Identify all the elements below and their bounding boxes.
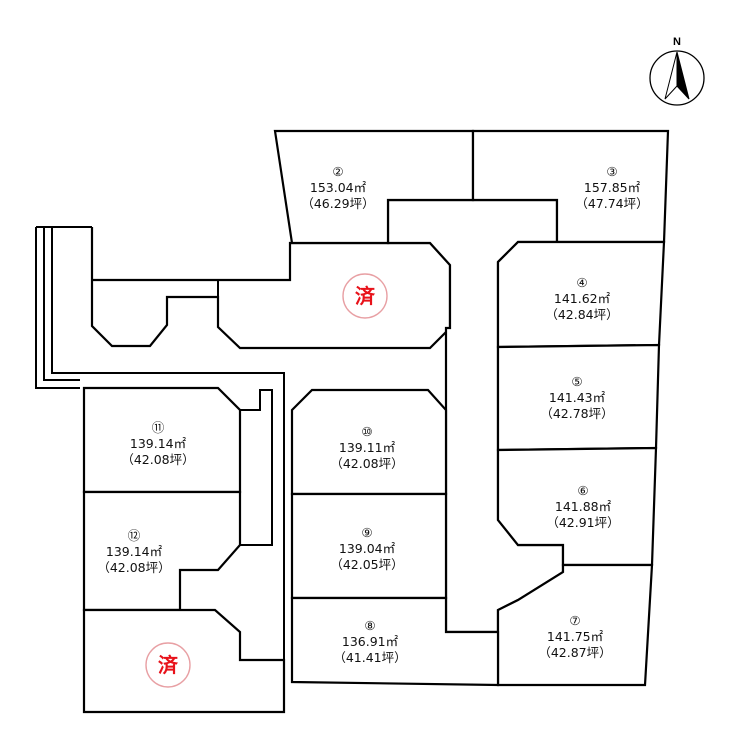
lot-5-area: 141.43㎡ <box>549 390 606 405</box>
lot-5-number: ⑤ <box>571 374 582 389</box>
lot-9-tsubo: （42.05坪） <box>330 557 403 572</box>
lot-2-tsubo: （46.29坪） <box>301 196 374 211</box>
lot-8-tsubo: （41.41坪） <box>333 650 406 665</box>
lot-11 <box>82 386 242 494</box>
lot-4-area: 141.62㎡ <box>554 291 611 306</box>
lot-5-label: ⑤ 141.43㎡ （42.78坪） <box>540 374 613 421</box>
lot-2-label: ② 153.04㎡ （46.29坪） <box>301 164 374 211</box>
lot-4-number: ④ <box>576 275 587 290</box>
lot-8-number: ⑧ <box>364 618 375 633</box>
lot-7-label: ⑦ 141.75㎡ （42.87坪） <box>538 613 611 660</box>
lot-2-number: ② <box>332 164 343 179</box>
lot-10-area: 139.11㎡ <box>339 440 396 455</box>
lot-3-number: ③ <box>606 164 617 179</box>
lot-3-label: ③ 157.85㎡ （47.74坪） <box>575 164 648 211</box>
lot-7-area: 141.75㎡ <box>547 629 604 644</box>
lot-5-tsubo: （42.78坪） <box>540 406 613 421</box>
lot-1-sold <box>90 227 452 350</box>
lot-7-tsubo: （42.87坪） <box>538 645 611 660</box>
lot-9-area: 139.04㎡ <box>339 541 396 556</box>
lot-8-area: 136.91㎡ <box>342 634 399 649</box>
lot-10-number: ⑩ <box>361 424 372 439</box>
compass-arrow-left <box>664 51 678 100</box>
lot-10-label: ⑩ 139.11㎡ （42.08坪） <box>330 424 403 471</box>
access-path-outer-left <box>35 227 80 389</box>
lot-6-number: ⑥ <box>577 483 588 498</box>
lot-6-tsubo: （42.91坪） <box>546 515 619 530</box>
lot-4-label: ④ 141.62㎡ （42.84坪） <box>545 275 618 322</box>
lot-7-number: ⑦ <box>569 613 580 628</box>
north-label: N <box>673 36 681 48</box>
access-path <box>35 226 285 660</box>
access-path-divider <box>43 227 80 381</box>
lot-3-area: 157.85㎡ <box>584 180 641 195</box>
lot-3-tsubo: （47.74坪） <box>575 196 648 211</box>
sold-stamp-bottom-ring <box>145 642 191 688</box>
lot-8 <box>290 596 500 687</box>
lot-2-area: 153.04㎡ <box>310 180 367 195</box>
sold-stamp-top: 済 <box>342 273 388 319</box>
compass-ring <box>649 50 705 106</box>
lot-4-tsubo: （42.84坪） <box>545 307 618 322</box>
lot-11-label: ⑪ 139.14㎡ （42.08坪） <box>121 420 194 467</box>
sold-stamp-bottom: 済 <box>145 642 191 688</box>
lot-12-number: ⑫ <box>128 528 141 543</box>
compass-arrow-right <box>676 51 690 100</box>
lot-11-12-strip <box>240 389 273 546</box>
lot-9-number: ⑨ <box>361 525 372 540</box>
lot-12-label: ⑫ 139.14㎡ （42.08坪） <box>97 528 170 575</box>
sold-stamp-top-ring <box>342 273 388 319</box>
lot-6-label: ⑥ 141.88㎡ （42.91坪） <box>546 483 619 530</box>
lot-6 <box>496 446 658 567</box>
north-compass: N <box>649 36 705 106</box>
sold-stamp-top-text: 済 <box>355 284 376 308</box>
lot-12-area: 139.14㎡ <box>106 544 163 559</box>
lot-9-label: ⑨ 139.04㎡ （42.05坪） <box>330 525 403 572</box>
lot-11-area: 139.14㎡ <box>130 436 187 451</box>
lot-6-area: 141.88㎡ <box>555 499 612 514</box>
lot-11-number: ⑪ <box>152 420 165 435</box>
lot-8-label: ⑧ 136.91㎡ （41.41坪） <box>333 618 406 665</box>
lot-12-tsubo: （42.08坪） <box>97 560 170 575</box>
lot-10-tsubo: （42.08坪） <box>330 456 403 471</box>
access-path-inner <box>51 227 285 660</box>
lot-1-inner-line <box>92 279 219 297</box>
lot-11-tsubo: （42.08坪） <box>121 452 194 467</box>
sold-stamp-bottom-text: 済 <box>158 653 179 677</box>
